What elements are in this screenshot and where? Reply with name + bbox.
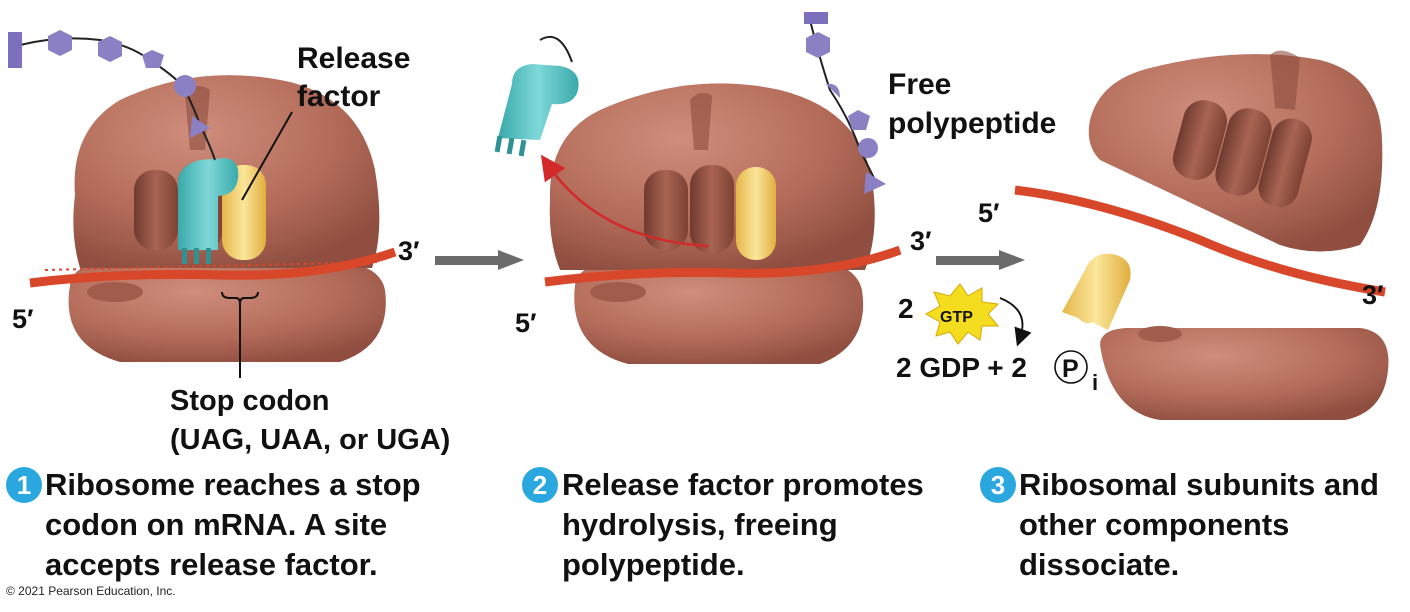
panel2-3prime: 3′	[910, 226, 932, 256]
copyright-notice: © 2021 Pearson Education, Inc.	[6, 584, 176, 598]
step-1-line3: accepts release factor.	[45, 547, 378, 582]
small-subunit-3	[1100, 328, 1389, 420]
release-factor-free-icon	[494, 35, 579, 157]
step-3-badge: 3	[980, 467, 1016, 503]
step-3-line3: dissociate.	[1019, 547, 1180, 582]
step-1-line2: codon on mRNA. A site	[45, 507, 388, 542]
trna-free-icon	[1062, 253, 1131, 330]
step-3-line2: other components	[1019, 507, 1290, 542]
free-polypeptide-chain	[804, 12, 886, 194]
step-2-badge: 2	[522, 467, 558, 503]
gdp-products: 2 GDP + 2	[896, 352, 1027, 383]
panel1-3prime: 3′	[398, 236, 420, 266]
release-arrow	[540, 154, 709, 248]
step-3-line1: Ribosomal subunits and	[1019, 467, 1379, 502]
step-2-caption: Release factor promotes hydrolysis, free…	[562, 465, 924, 585]
step-3-caption: Ribosomal subunits and other components …	[1019, 465, 1379, 585]
gtp-coefficient: 2	[898, 293, 914, 324]
p-site-2	[690, 165, 734, 253]
stop-codon-label-line2: (UAG, UAA, or UGA)	[170, 424, 450, 456]
step-2-line2: hydrolysis, freeing	[562, 507, 838, 542]
panel3-3prime: 3′	[1362, 280, 1384, 310]
step-2-line1: Release factor promotes	[562, 467, 924, 502]
mrna-2	[544, 245, 902, 287]
arrow-1-to-2	[435, 250, 524, 270]
mrna-3	[1014, 185, 1386, 297]
arrow-2-to-3	[936, 250, 1025, 270]
step-1-badge: 1	[6, 467, 42, 503]
step-2-line3: polypeptide.	[562, 547, 745, 582]
phosphate-subscript: i	[1092, 370, 1098, 395]
panel1-5prime: 5′	[12, 304, 34, 334]
free-polypeptide-label-line1: Free	[888, 68, 951, 101]
small-subunit-1	[68, 262, 386, 362]
free-polypeptide-label-line2: polypeptide	[888, 107, 1056, 140]
stop-codon-label-line1: Stop codon	[170, 385, 329, 417]
phosphate-label: P	[1062, 355, 1079, 383]
gtp-burst-icon	[924, 283, 1000, 345]
panel3-5prime: 5′	[978, 198, 1000, 228]
step-1-line1: Ribosome reaches a stop	[45, 467, 421, 502]
phosphate-circle	[1054, 350, 1088, 384]
a-site-trna-2	[736, 167, 776, 260]
gtp-label: GTP	[940, 309, 973, 326]
panel2-5prime: 5′	[515, 308, 537, 338]
e-site-2	[644, 170, 688, 250]
release-factor-label-line2: factor	[297, 80, 381, 113]
step-1-caption: Ribosome reaches a stop codon on mRNA. A…	[45, 465, 421, 585]
panel-1	[8, 30, 397, 378]
release-factor-label-line1: Release	[297, 42, 410, 75]
polypeptide-chain-1	[8, 30, 216, 161]
mrna-1	[29, 247, 397, 288]
panel-2	[494, 12, 902, 364]
small-subunit-2	[574, 262, 864, 364]
e-site-1	[134, 170, 178, 250]
release-factor-bound-icon	[178, 158, 239, 264]
panel-3	[924, 50, 1389, 420]
